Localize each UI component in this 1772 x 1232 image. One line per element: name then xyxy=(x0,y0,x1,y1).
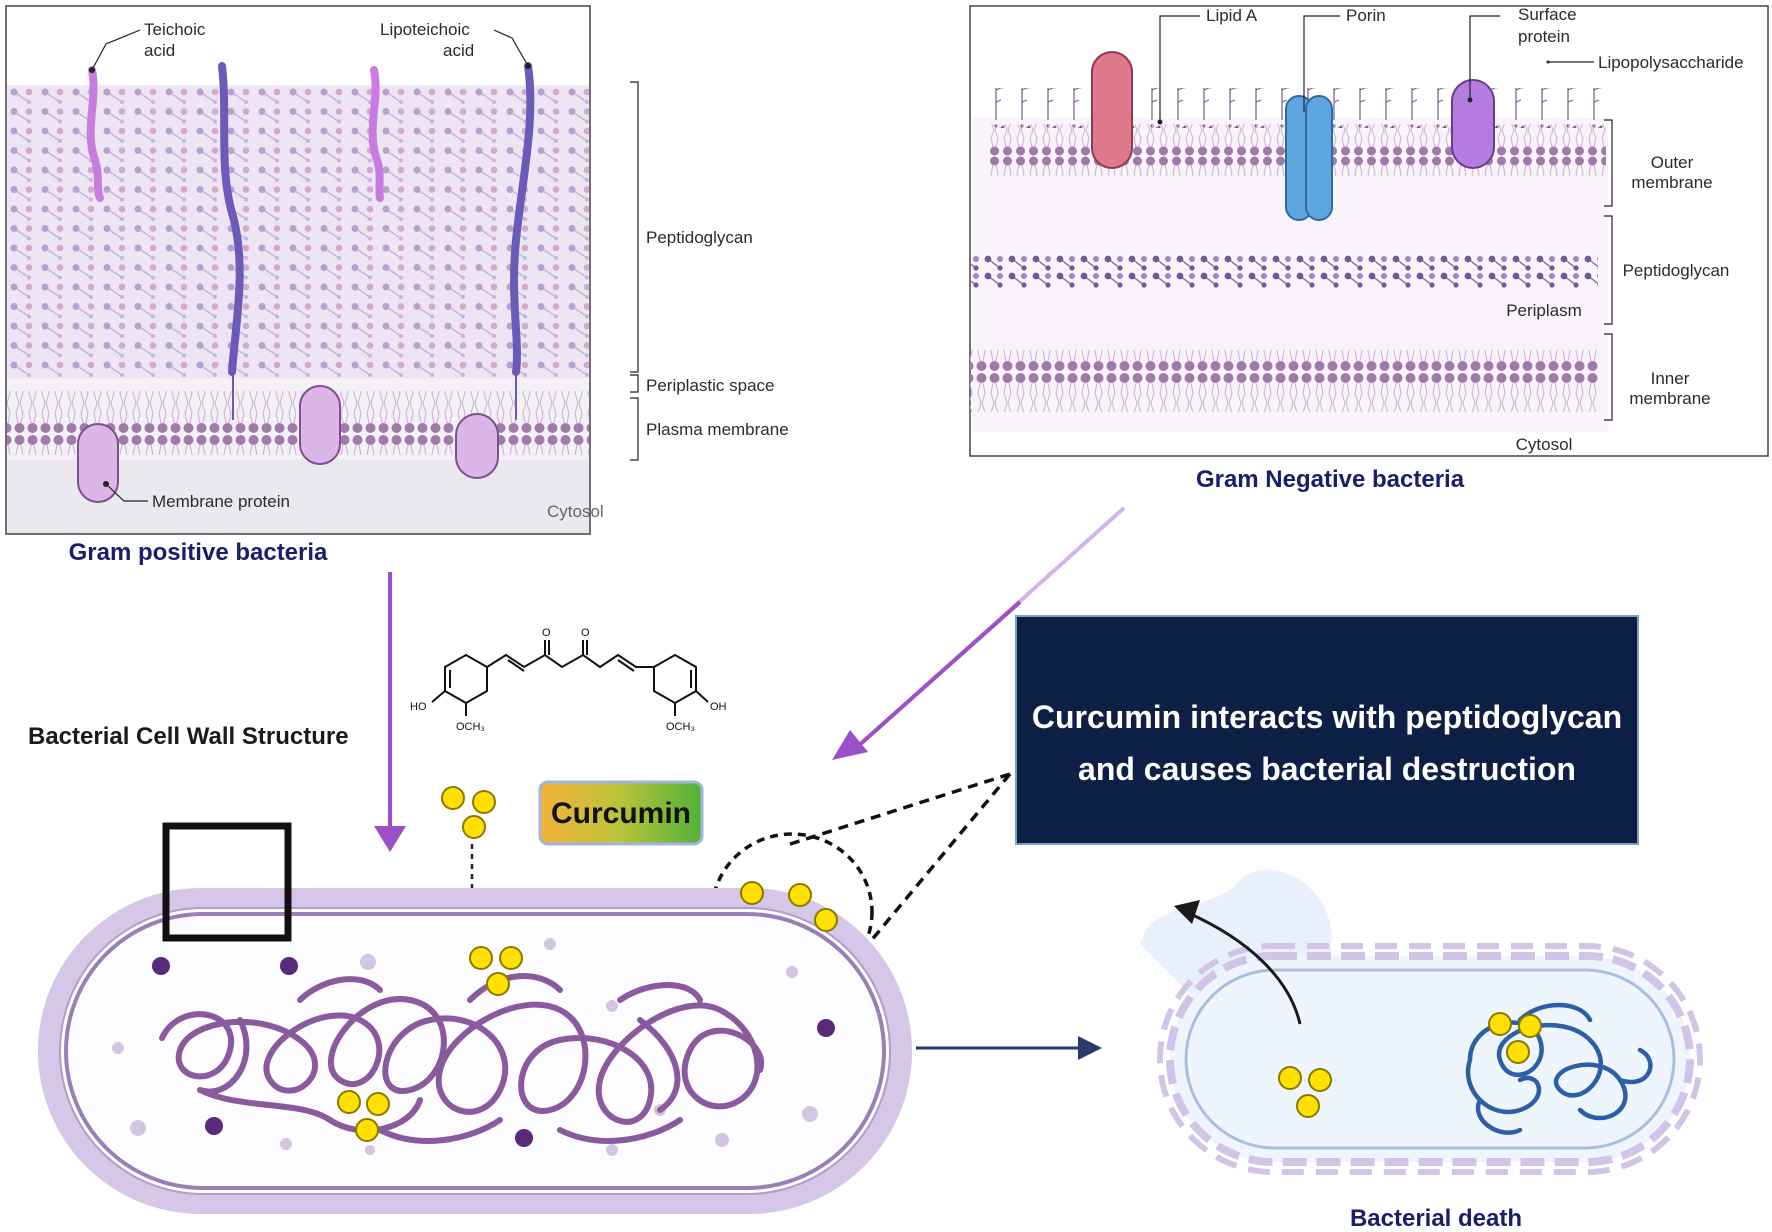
dead-cell-dna xyxy=(1465,1002,1653,1135)
svg-text:Curcumin: Curcumin xyxy=(551,797,691,830)
gn-cytosol-label: Cytosol xyxy=(1516,435,1573,454)
membrane-protein-2 xyxy=(299,385,341,465)
chem-och3-right: OCH₃ xyxy=(666,721,695,733)
teichoic-label-2: acid xyxy=(144,41,175,60)
gram-negative-panel: Lipid A Porin Surface protein Lipopolysa… xyxy=(969,5,1769,493)
gn-peptidoglycan-layer xyxy=(970,254,1598,288)
cell-wall-structure-label: Bacterial Cell Wall Structure xyxy=(28,723,349,750)
inner-membrane-label-2: membrane xyxy=(1629,389,1710,408)
porin-label: Porin xyxy=(1346,6,1386,25)
lipoteichoic-label-1: Lipoteichoic xyxy=(380,20,470,39)
inner-membrane-label-1: Inner xyxy=(1651,369,1690,388)
lipid-a-label: Lipid A xyxy=(1206,6,1258,25)
lipoteichoic-acid-2 xyxy=(510,62,535,376)
membrane-protein-3 xyxy=(455,413,499,479)
svg-text:Curcumin interacts with peptid: Curcumin interacts with peptidoglycan xyxy=(1032,699,1622,735)
teichoic-label-1: Teichoic xyxy=(144,20,206,39)
gn-inner-membrane xyxy=(970,350,1598,412)
chem-o-left: O xyxy=(542,627,551,639)
lipoteichoic-acid-1 xyxy=(218,62,244,376)
lipopolysaccharide-label: Lipopolysaccharide xyxy=(1598,53,1744,72)
curcumin-badge: Curcumin xyxy=(538,780,704,846)
lipoteichoic-label-2: acid xyxy=(443,41,474,60)
gn-peptidoglycan-label: Peptidoglycan xyxy=(1623,261,1730,280)
lipid-a-protein xyxy=(1091,51,1133,169)
teichoic-acid-1 xyxy=(86,66,104,202)
curcumin-structure xyxy=(431,640,709,716)
curcumin-in-cell xyxy=(337,881,838,1142)
mechanism-box: Curcumin interacts with peptidoglycan an… xyxy=(1015,615,1639,845)
plasma-membrane-label: Plasma membrane xyxy=(646,420,789,439)
gp-peptidoglycan-label: Peptidoglycan xyxy=(646,228,753,247)
porin-protein xyxy=(1285,95,1333,221)
dead-bacterium xyxy=(1140,869,1703,1175)
periplasm-label: Periplasm xyxy=(1506,301,1582,320)
gp-cytosol-label: Cytosol xyxy=(547,502,604,521)
surface-protein-label-1: Surface xyxy=(1518,5,1577,24)
bacterial-dna xyxy=(159,973,765,1144)
surface-protein xyxy=(1451,79,1495,169)
chem-och3-left: OCH₃ xyxy=(456,721,485,733)
curcumin-in-dead-cell xyxy=(1278,1012,1542,1118)
escape-arrow xyxy=(1185,910,1302,1025)
cytoplasm-particles xyxy=(112,938,835,1156)
outer-membrane-label-1: Outer xyxy=(1651,153,1694,172)
gram-negative-title: Gram Negative bacteria xyxy=(1196,466,1465,493)
zoom-circle xyxy=(710,832,874,992)
outer-membrane-label-2: membrane xyxy=(1631,173,1712,192)
svg-text:and causes bacterial destructi: and causes bacterial destruction xyxy=(1078,751,1576,787)
gram-positive-title: Gram positive bacteria xyxy=(69,539,328,566)
chem-oh: OH xyxy=(710,701,727,713)
gram-positive-panel: Teichoic acid Lipoteichoic acid Membrane… xyxy=(5,5,789,566)
curcumin-molecule-falling xyxy=(441,786,496,839)
periplastic-space-label: Periplastic space xyxy=(646,376,775,395)
cell-wall-zoom-box xyxy=(162,822,292,942)
bacterial-death-label: Bacterial death xyxy=(1350,1205,1522,1232)
teichoic-acid-2 xyxy=(368,66,384,202)
chem-o-right: O xyxy=(581,627,590,639)
surface-protein-label-2: protein xyxy=(1518,27,1570,46)
chem-ho: HO xyxy=(410,701,427,713)
membrane-protein-label: Membrane protein xyxy=(152,492,290,511)
